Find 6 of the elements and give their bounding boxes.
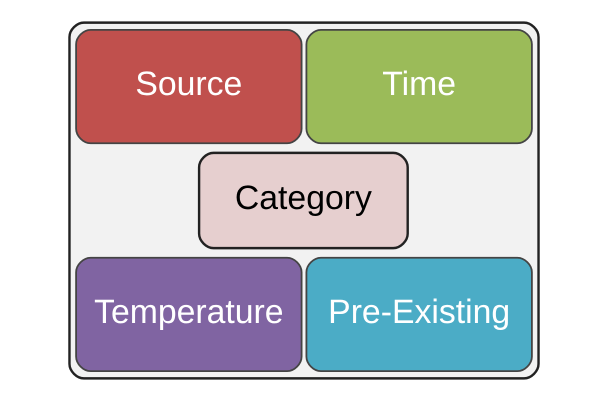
node-box: Source bbox=[75, 28, 302, 144]
cluster bbox=[68, 21, 540, 380]
node-box: Temperature bbox=[75, 256, 302, 372]
node-box: Pre-Existing bbox=[306, 256, 533, 372]
node-box: Time bbox=[306, 28, 533, 144]
node-box: Category bbox=[198, 152, 409, 250]
